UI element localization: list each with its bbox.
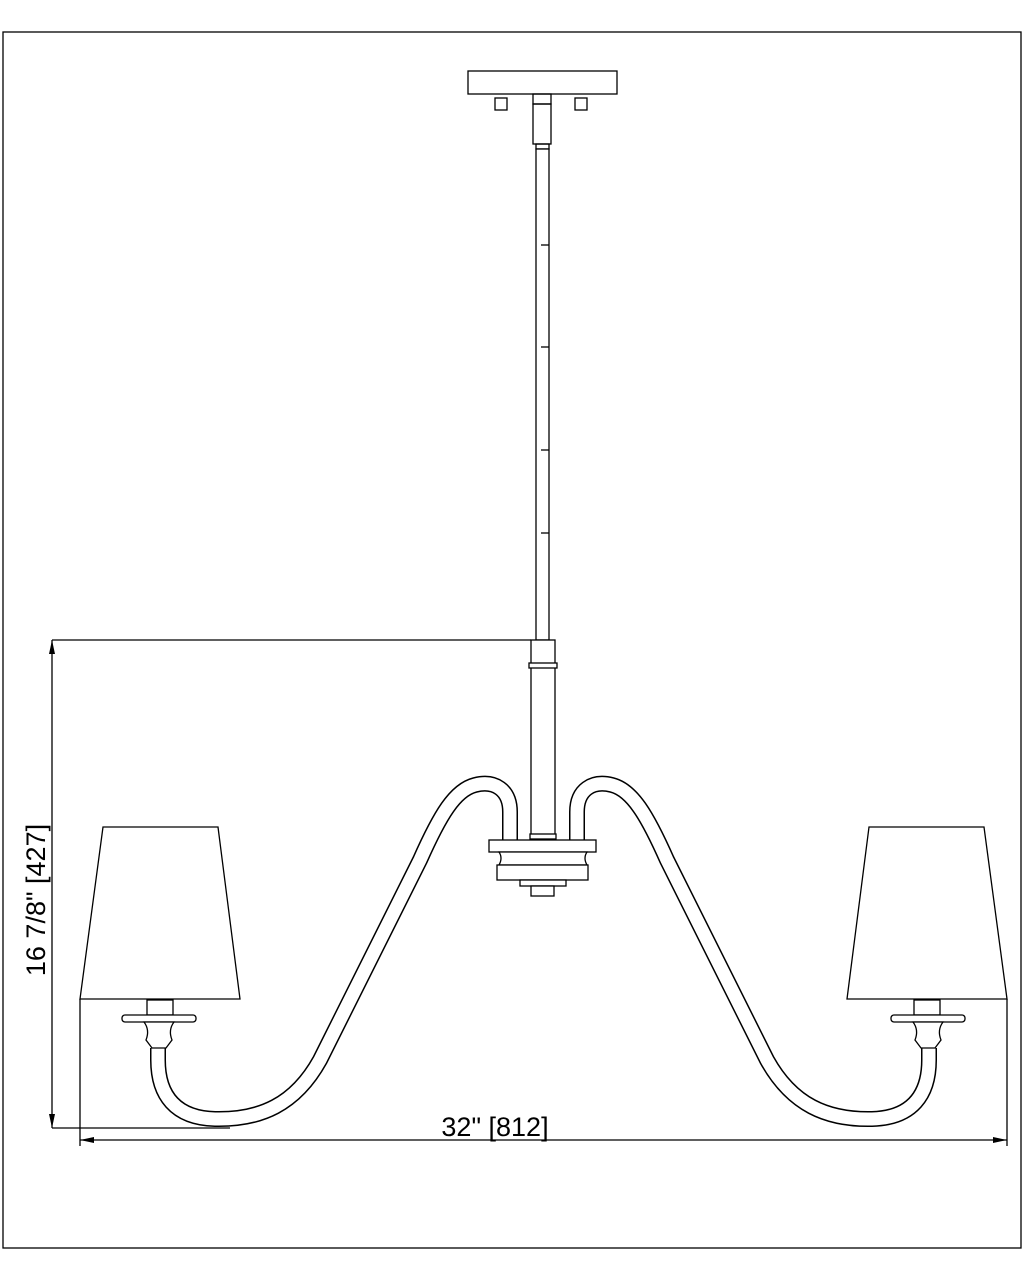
arm-right [569, 775, 937, 1128]
canopy [467, 70, 618, 150]
drawing-frame [2, 31, 1022, 1249]
center-body [488, 639, 597, 897]
arm-left [150, 775, 518, 1128]
width-label: 32" [812] [441, 1112, 548, 1142]
height-label: 16 7/8" [427] [21, 824, 51, 976]
lamp-left [79, 826, 241, 1049]
shade-right [846, 826, 1008, 1000]
downrod [535, 148, 550, 641]
lamp-right [846, 826, 1008, 1049]
shade-left [79, 826, 241, 1000]
height-dimension: 16 7/8" [427] [21, 639, 531, 1129]
width-dimension: 32" [812] [79, 999, 1008, 1146]
